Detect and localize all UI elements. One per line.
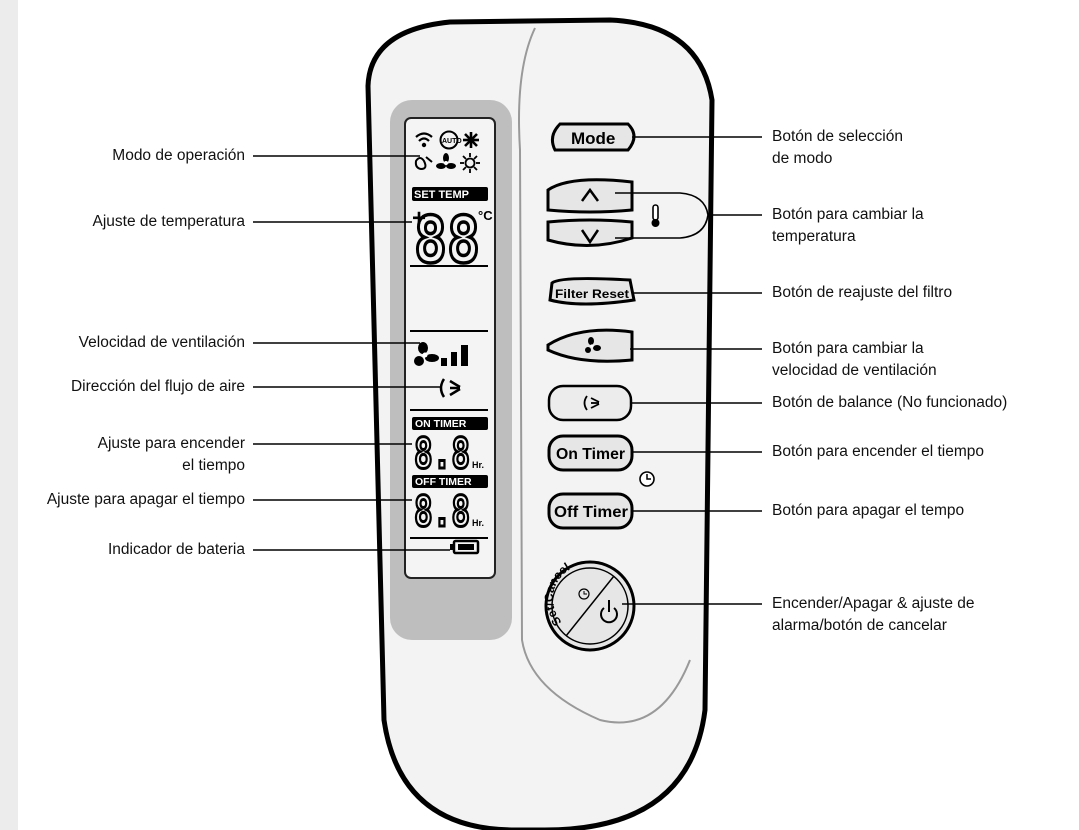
- label-on-timer-setting: Ajuste para encender el tiempo: [97, 435, 245, 474]
- lcd-screen: [404, 117, 496, 579]
- svg-text:AUTO: AUTO: [442, 138, 462, 145]
- sun-icon: [460, 153, 480, 173]
- temp-down-button[interactable]: [546, 218, 634, 247]
- filter-reset-button[interactable]: Filter Reset: [548, 277, 636, 306]
- button-panel-outline: [518, 27, 691, 724]
- right-callouts: [615, 136, 762, 605]
- temp-plus: +: [412, 205, 426, 232]
- on-timer-digits: 8.8: [414, 429, 470, 478]
- auto-icon: AUTO: [439, 130, 462, 150]
- fan-button-icon: [585, 337, 601, 353]
- label-fan-speed-button: Botón para cambiar la velocidad de venti…: [772, 340, 937, 379]
- set-temp-label: SET TEMP: [414, 189, 469, 201]
- label-filter-reset: Botón de reajuste del filtro: [772, 284, 953, 301]
- label-fan-speed: Velocidad de ventilación: [78, 334, 245, 351]
- fan-mode-icon: [436, 153, 456, 169]
- temp-up-button[interactable]: [546, 178, 634, 214]
- label-airflow-direction: Dirección del flujo de aire: [70, 378, 245, 395]
- fan-speed-button[interactable]: [546, 328, 634, 363]
- off-timer-button[interactable]: Off Timer: [547, 492, 634, 530]
- label-operation-mode: Modo de operación: [112, 147, 245, 164]
- off-timer-hr: Hr.: [472, 518, 484, 528]
- thermometer-icon: [651, 204, 660, 227]
- label-off-timer-button: Botón para apagar el tempo: [772, 502, 965, 519]
- label-power-button: Encender/Apagar & ajuste de alarma/botón…: [772, 595, 975, 634]
- swing-button-icon: [583, 395, 600, 411]
- fan-speed-bars: [441, 345, 468, 366]
- clock-small-icon: [578, 588, 590, 600]
- on-timer-button[interactable]: On Timer: [547, 434, 634, 472]
- off-timer-label: OFF TIMER: [415, 476, 472, 488]
- on-timer-hr: Hr.: [472, 460, 484, 470]
- svg-text:On Timer: On Timer: [556, 446, 625, 463]
- arrow-up-icon: [580, 187, 600, 202]
- mode-button[interactable]: Mode: [550, 122, 636, 152]
- snowflake-icon: [463, 132, 479, 148]
- label-balance-button: Botón de balance (No funcionado): [772, 394, 1008, 411]
- on-timer-label: ON TIMER: [415, 418, 467, 430]
- wifi-icon: [415, 132, 433, 148]
- balance-button[interactable]: [547, 384, 633, 422]
- label-on-timer-button: Botón para encender el tiempo: [772, 443, 984, 460]
- dry-icon: [414, 156, 433, 171]
- power-button[interactable]: Set/Cancel: [542, 560, 636, 652]
- battery-icon: [450, 539, 480, 555]
- background-stripe: [0, 0, 18, 830]
- on-timer-bar: [412, 417, 488, 430]
- svg-text:Filter Reset: Filter Reset: [555, 287, 629, 301]
- fan-speed-icon: [414, 342, 439, 366]
- temp-unit: °C: [478, 208, 493, 223]
- power-icon: [600, 600, 618, 624]
- svg-text:Mode: Mode: [571, 129, 615, 148]
- arrow-down-icon: [580, 229, 600, 245]
- swing-icon: [439, 378, 461, 398]
- svg-text:Off Timer: Off Timer: [554, 504, 628, 521]
- clock-icon: [639, 471, 655, 487]
- left-callouts: [253, 155, 450, 551]
- label-mode-button: Botón de selección de modo: [772, 128, 903, 167]
- label-temperature-setting: Ajuste de temperatura: [92, 213, 245, 230]
- set-temp-bar: [412, 187, 488, 201]
- label-off-timer-setting: Ajuste para apagar el tiempo: [46, 491, 245, 508]
- label-battery-indicator: Indicador de bateria: [107, 541, 245, 558]
- off-timer-digits: 8.8: [414, 487, 470, 536]
- label-temp-buttons: Botón para cambiar la temperatura: [772, 206, 924, 245]
- off-timer-bar: [412, 475, 488, 488]
